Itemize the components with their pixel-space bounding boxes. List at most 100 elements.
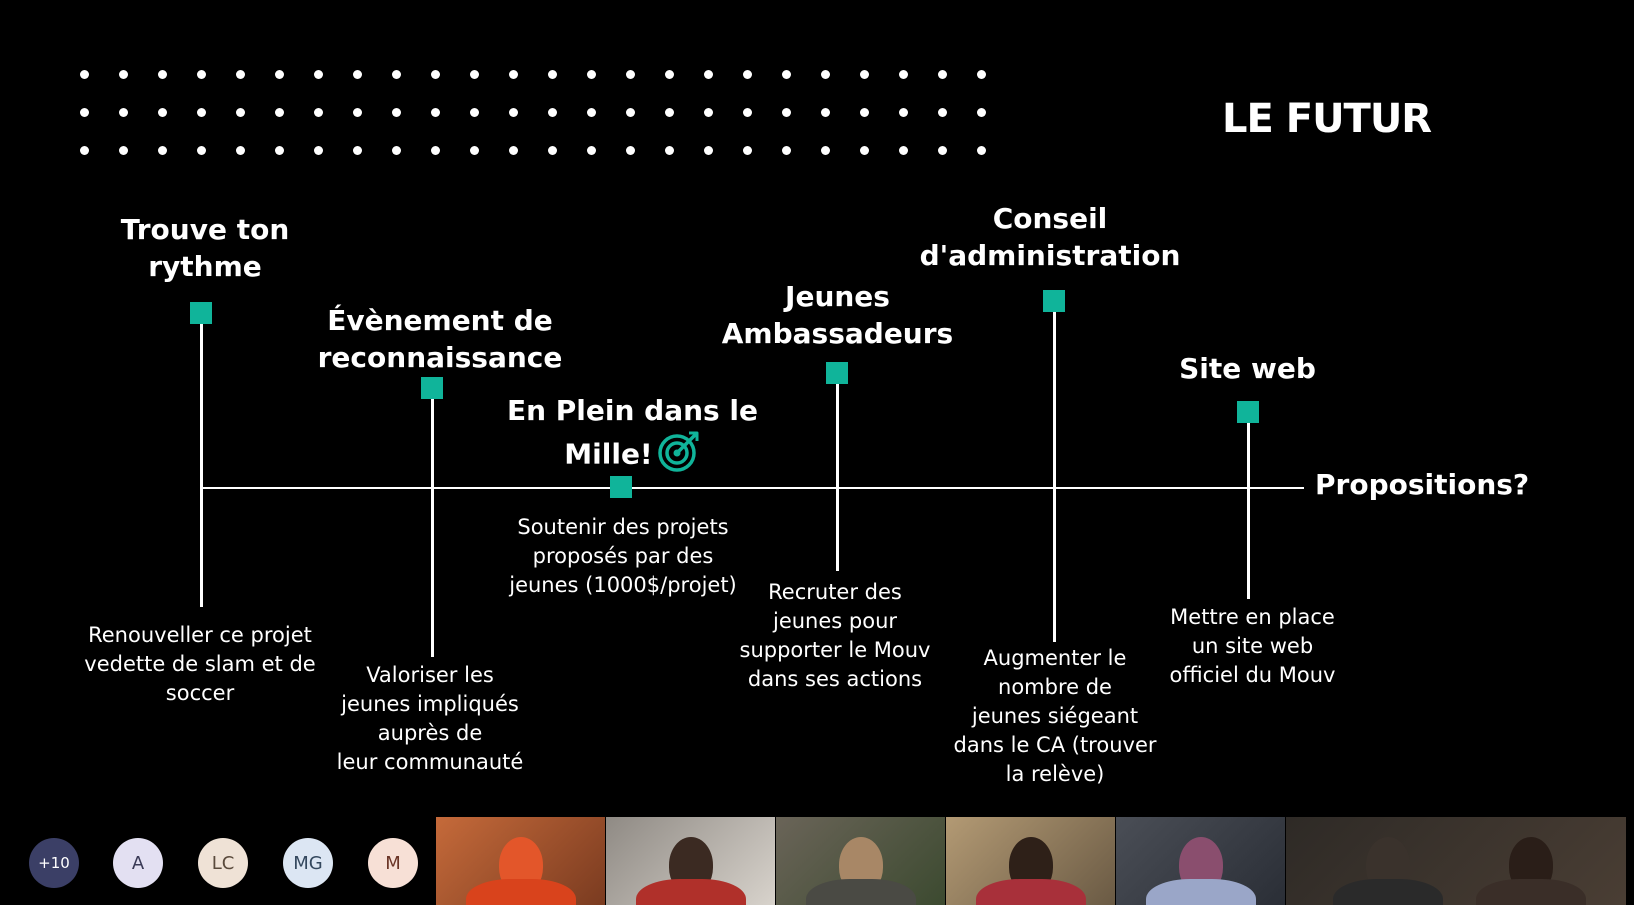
more-participants-button[interactable]: +10 xyxy=(29,838,79,888)
decorative-dot xyxy=(275,108,284,117)
participant-video-tile[interactable] xyxy=(436,817,605,905)
decorative-dot xyxy=(782,146,791,155)
decorative-dot xyxy=(938,108,947,117)
decorative-dot xyxy=(587,70,596,79)
decorative-dot xyxy=(197,146,206,155)
decorative-dot xyxy=(158,108,167,117)
decorative-dot xyxy=(80,146,89,155)
decorative-dot xyxy=(80,108,89,117)
participant-video-tile[interactable] xyxy=(1116,817,1285,905)
decorative-dot xyxy=(119,70,128,79)
decorative-dot xyxy=(314,146,323,155)
decorative-dot xyxy=(119,108,128,117)
decorative-dot xyxy=(353,108,362,117)
milestone-stem xyxy=(1053,312,1056,642)
decorative-dot xyxy=(236,108,245,117)
decorative-dot xyxy=(509,70,518,79)
decorative-dot xyxy=(743,70,752,79)
milestone-title: En Plein dans le Mille! xyxy=(500,392,765,482)
decorative-dot xyxy=(80,70,89,79)
decorative-dot xyxy=(665,108,674,117)
participant-video-tile[interactable] xyxy=(606,817,775,905)
decorative-dot xyxy=(314,108,323,117)
decorative-dot xyxy=(626,108,635,117)
timeline-end-label: Propositions? xyxy=(1315,468,1530,501)
decorative-dot xyxy=(236,70,245,79)
decorative-dot xyxy=(197,108,206,117)
milestone-marker xyxy=(826,362,848,384)
milestone-stem xyxy=(431,399,434,657)
decorative-dot xyxy=(548,70,557,79)
slide-title: LE FUTUR xyxy=(1222,96,1432,142)
decorative-dot xyxy=(977,108,986,117)
milestone-marker xyxy=(190,302,212,324)
milestone-stem xyxy=(1247,423,1250,599)
decorative-dot xyxy=(626,146,635,155)
decorative-dot xyxy=(704,108,713,117)
decorative-dot xyxy=(509,108,518,117)
decorative-dot xyxy=(431,146,440,155)
decorative-dot xyxy=(392,70,401,79)
decorative-dot xyxy=(587,146,596,155)
dot-pattern-decoration xyxy=(80,70,1000,170)
decorative-dot xyxy=(236,146,245,155)
decorative-dot xyxy=(470,108,479,117)
participant-video-tile[interactable] xyxy=(776,817,945,905)
decorative-dot xyxy=(782,108,791,117)
decorative-dot xyxy=(392,108,401,117)
decorative-dot xyxy=(860,108,869,117)
decorative-dot xyxy=(899,108,908,117)
decorative-dot xyxy=(821,70,830,79)
participant-avatar[interactable]: A xyxy=(113,838,163,888)
decorative-dot xyxy=(353,146,362,155)
decorative-dot xyxy=(626,70,635,79)
decorative-dot xyxy=(275,146,284,155)
milestone-marker xyxy=(1043,290,1065,312)
decorative-dot xyxy=(821,108,830,117)
decorative-dot xyxy=(665,70,674,79)
participant-video-tile[interactable] xyxy=(946,817,1115,905)
decorative-dot xyxy=(119,146,128,155)
decorative-dot xyxy=(899,146,908,155)
milestone-marker xyxy=(421,377,443,399)
decorative-dot xyxy=(665,146,674,155)
decorative-dot xyxy=(743,108,752,117)
decorative-dot xyxy=(470,70,479,79)
decorative-dot xyxy=(782,70,791,79)
decorative-dot xyxy=(392,146,401,155)
milestone-title: Site web xyxy=(1179,352,1316,385)
decorative-dot xyxy=(860,70,869,79)
decorative-dot xyxy=(431,70,440,79)
decorative-dot xyxy=(821,146,830,155)
decorative-dot xyxy=(509,146,518,155)
decorative-dot xyxy=(548,146,557,155)
participant-avatar[interactable]: M xyxy=(368,838,418,888)
decorative-dot xyxy=(431,108,440,117)
decorative-dot xyxy=(704,146,713,155)
decorative-dot xyxy=(860,146,869,155)
decorative-dot xyxy=(158,146,167,155)
decorative-dot xyxy=(587,108,596,117)
participant-avatar[interactable]: MG xyxy=(283,838,333,888)
milestone-stem xyxy=(200,324,203,607)
decorative-dot xyxy=(197,70,206,79)
decorative-dot xyxy=(314,70,323,79)
participant-video-tile-dual[interactable] xyxy=(1286,817,1626,905)
decorative-dot xyxy=(548,108,557,117)
decorative-dot xyxy=(977,146,986,155)
decorative-dot xyxy=(743,146,752,155)
decorative-dot xyxy=(353,70,362,79)
decorative-dot xyxy=(899,70,908,79)
target-icon xyxy=(657,429,701,482)
participant-avatar[interactable]: LC xyxy=(198,838,248,888)
